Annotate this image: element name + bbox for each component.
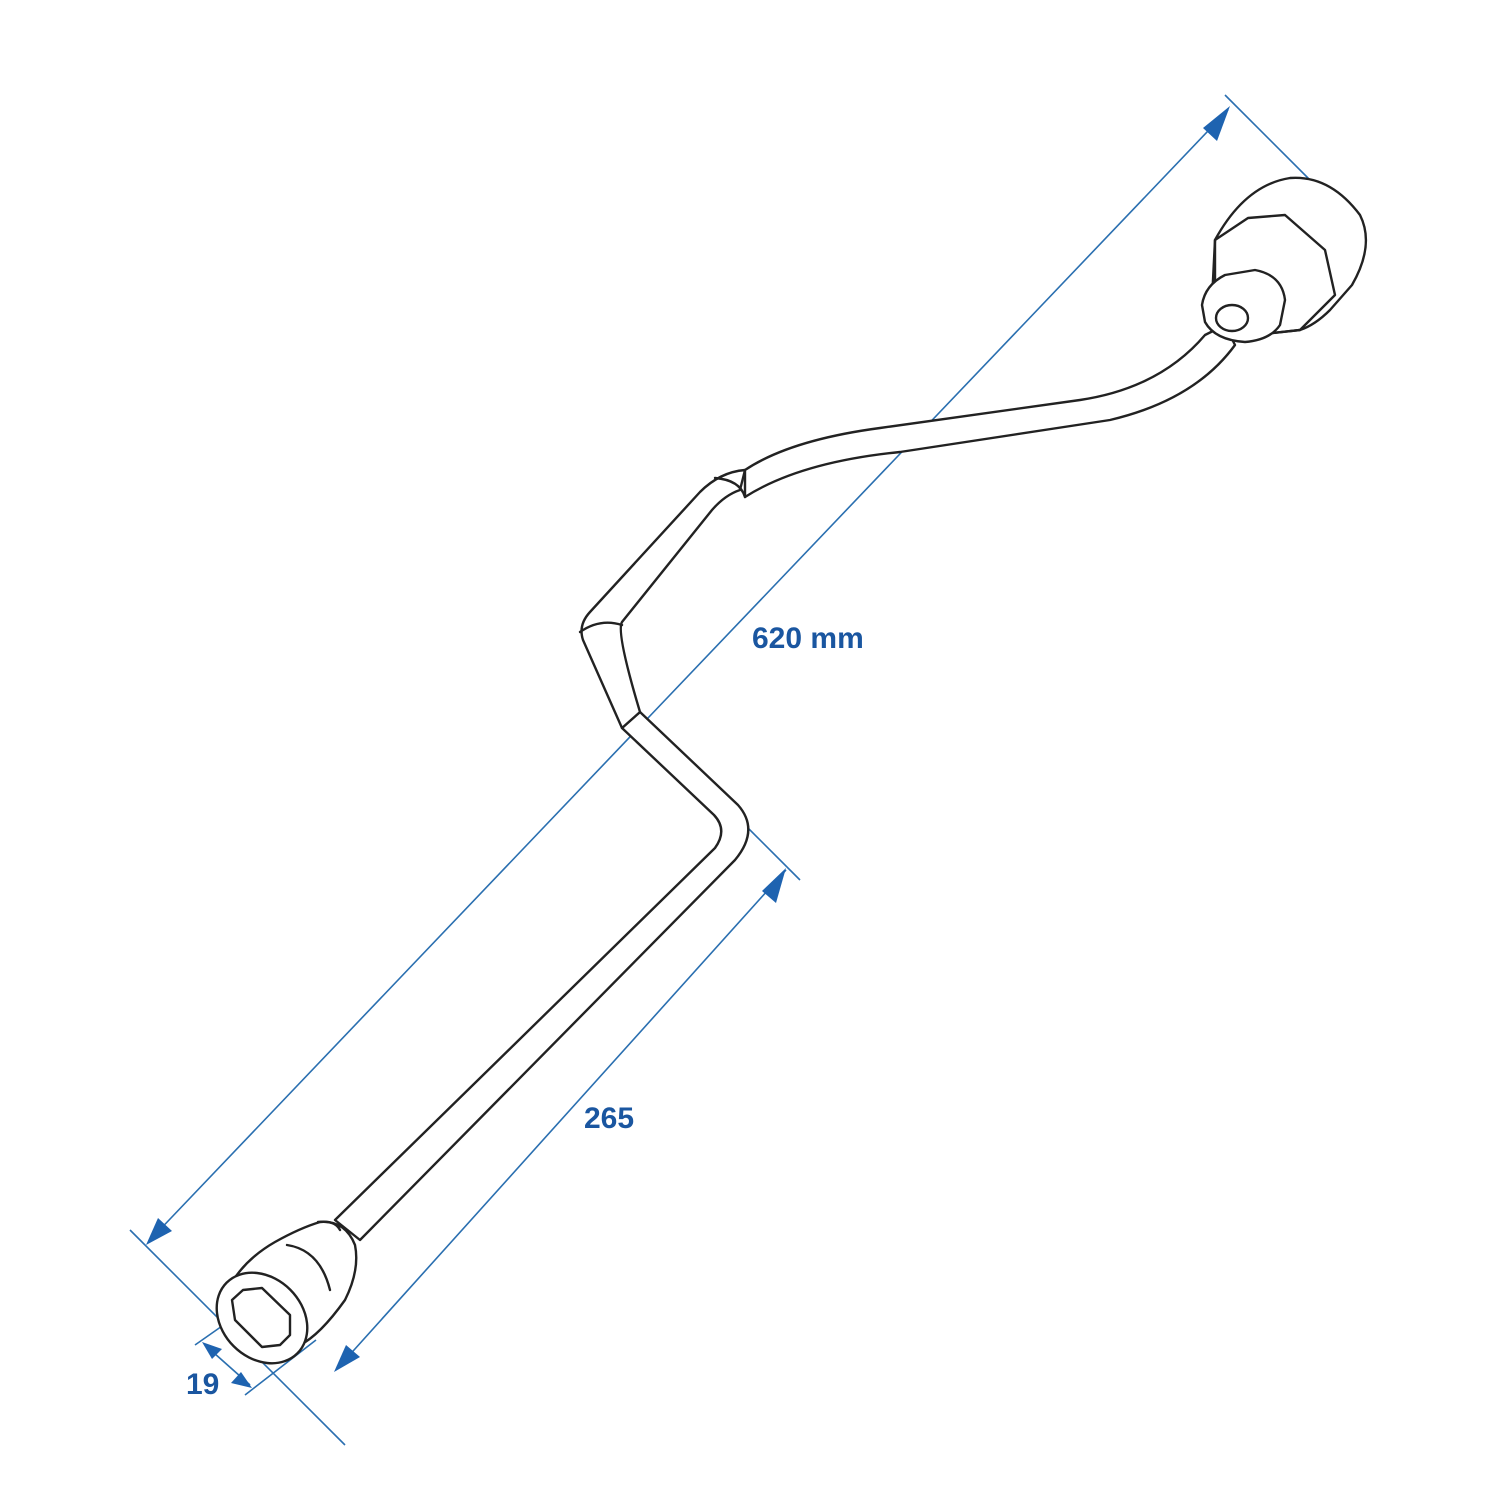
- dimension-overall-length: [129, 94, 1316, 1446]
- arrow-head-icon: [762, 868, 786, 903]
- arrow-head-icon: [146, 1218, 172, 1245]
- bend-seam: [578, 621, 624, 634]
- upper-socket-shaft-ring: [1214, 303, 1250, 333]
- lower-socket: [215, 1220, 358, 1365]
- arrow-head-icon: [1203, 106, 1230, 141]
- dimension-line-620: [149, 109, 1229, 1241]
- arrow-head-icon: [231, 1372, 252, 1388]
- wrench: [215, 176, 1368, 1365]
- crank-offset: [580, 468, 747, 730]
- arrow-head-icon: [202, 1342, 222, 1359]
- upper-socket-neck: [1200, 268, 1287, 344]
- lower-socket-hex: [230, 1286, 292, 1349]
- dimension-line-265: [335, 869, 787, 1371]
- arrow-head-icon: [334, 1345, 360, 1372]
- dimension-label-overall-length: 620 mm: [752, 622, 864, 655]
- upper-arm: [743, 323, 1237, 499]
- dimension-label-lower-shaft: 265: [584, 1102, 635, 1135]
- dimension-lower-shaft: [334, 814, 801, 1372]
- extension-line-socket-b: [244, 1339, 317, 1396]
- upper-socket: [1200, 176, 1368, 344]
- lower-socket-ring: [285, 1243, 332, 1292]
- lower-socket-neck-seam: [316, 1220, 342, 1232]
- lower-shaft: [333, 710, 750, 1242]
- extension-line-top: [1224, 94, 1316, 186]
- dimension-label-socket-size: 19: [186, 1368, 220, 1401]
